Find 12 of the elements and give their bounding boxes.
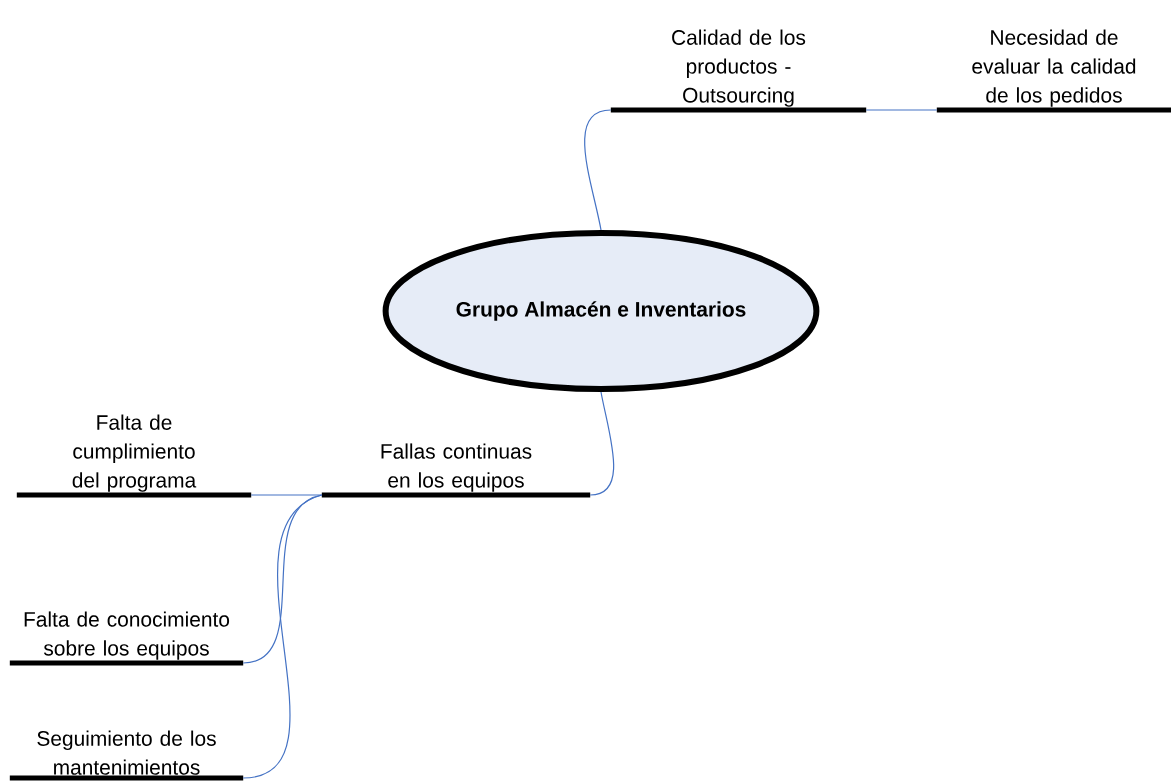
connector-line: [865, 109, 938, 111]
topic-bar: Seguimiento de los mantenimientos: [9, 730, 244, 781]
connector-line: [242, 494, 323, 779]
ellipse-node: Grupo Almacén e Inventarios: [382, 230, 820, 392]
topic-bar: Necesidad de evaluar la calidad de los pedidos: [936, 29, 1171, 113]
topic-bar: Falta de cumplimiento del programa: [16, 414, 252, 498]
topic-bar: Falta de conocimiento sobre los equipos: [9, 611, 244, 666]
connector-line: [584, 109, 612, 231]
connector-line: [250, 494, 323, 496]
topic-bar: Calidad de los productos - Outsourcing: [610, 29, 867, 113]
topic-bar: Fallas continuas en los equipos: [321, 443, 591, 498]
connector-line: [589, 391, 615, 496]
